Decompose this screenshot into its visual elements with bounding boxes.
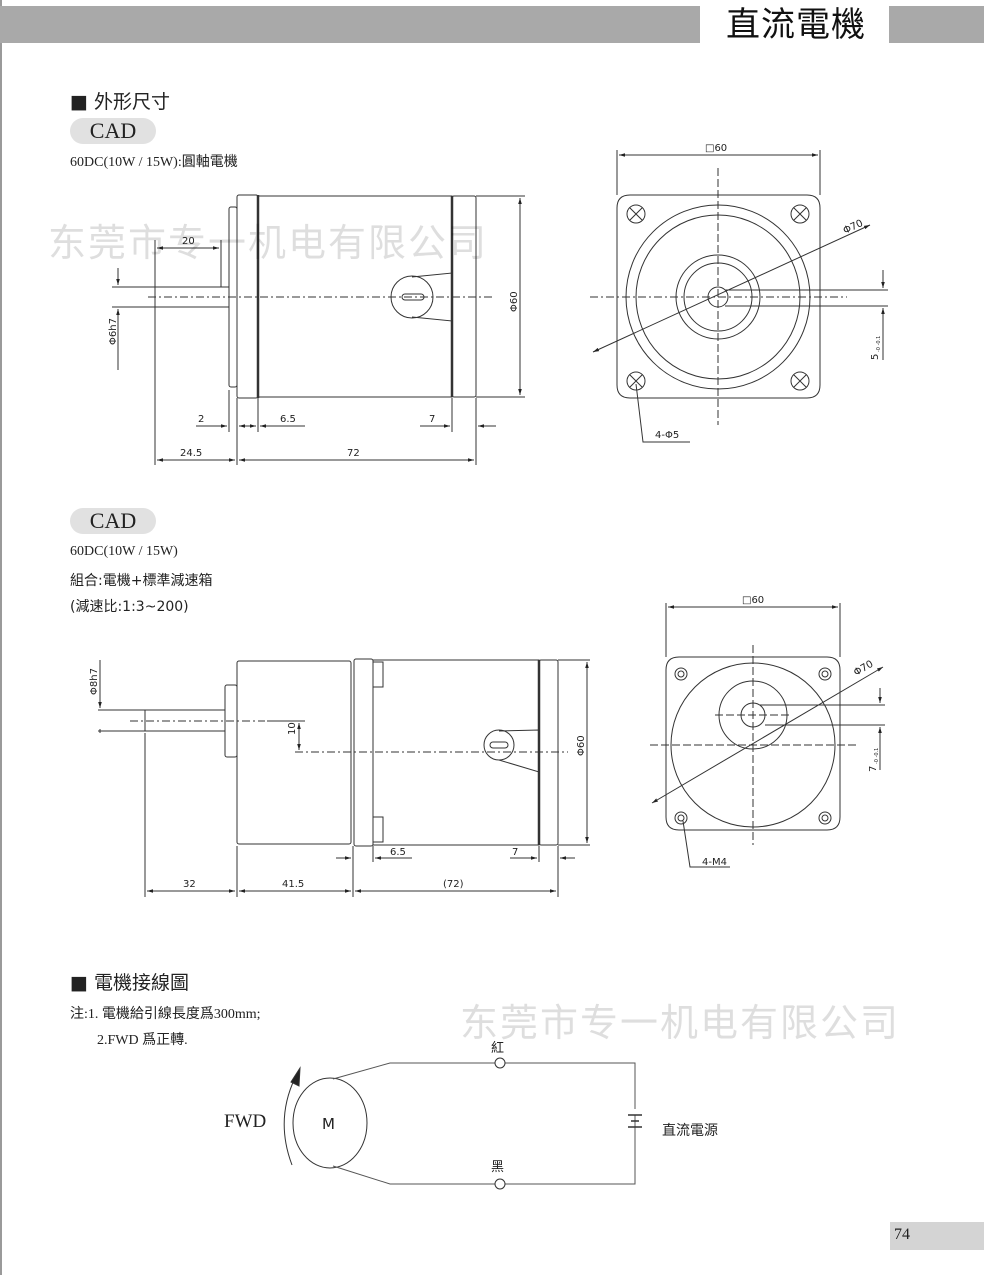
gearmotor-side-view <box>98 658 590 897</box>
dim-label: 7 <box>512 847 518 858</box>
dim-label: 10 <box>287 722 298 735</box>
page-number: 74 <box>894 1226 910 1243</box>
dim-label: 20 <box>182 236 195 247</box>
dim-label: 4-M4 <box>702 857 727 868</box>
direction-label: FWD <box>224 1111 266 1132</box>
dim-tolerance: -0 -0.1 <box>876 336 882 352</box>
dim-label: 4-Φ5 <box>655 430 679 441</box>
drawing1-caption: 60DC(10W / 15W):圓軸電機 <box>70 155 238 170</box>
page-title: 直流電機 <box>726 5 866 45</box>
watermark: 东莞市专一机电有限公司 <box>460 1001 901 1045</box>
note-2: 2.FWD 爲正轉. <box>97 1033 188 1048</box>
dim-label: 41.5 <box>282 879 304 890</box>
dim-label: 32 <box>183 879 196 890</box>
dim-label: □60 <box>742 595 764 606</box>
motor-symbol <box>292 1077 368 1169</box>
motor-label: M <box>322 1115 335 1133</box>
dim-label: □60 <box>705 143 727 154</box>
mount-hole <box>626 204 810 391</box>
dim-label: Φ70 <box>842 218 865 237</box>
battery-icon <box>627 1109 643 1128</box>
left-rule <box>0 0 2 1275</box>
dim-label: 6.5 <box>390 847 406 858</box>
dim-label: Φ60 <box>509 291 520 312</box>
dim-label: 5 <box>870 354 881 360</box>
dc-source-label: 直流電源 <box>662 1122 718 1139</box>
cad-badge: CAD <box>70 508 156 534</box>
header-bar-left <box>0 6 700 43</box>
header-bar-right <box>889 6 984 43</box>
watermark: 东莞市专一机电有限公司 <box>48 221 489 265</box>
red-wire-label: 紅 <box>491 1041 504 1056</box>
dim-label: 6.5 <box>280 414 296 425</box>
section-title-wiring: ■ 電機接線圖 <box>70 972 189 994</box>
dim-label: 7 <box>429 414 435 425</box>
cad-badge: CAD <box>70 118 156 144</box>
red-terminal <box>494 1057 506 1069</box>
drawing2-caption: 組合:電機+標準減速箱 <box>70 573 213 589</box>
dim-label: Φ6h7 <box>108 318 119 345</box>
dim-tolerance: -0 -0.1 <box>874 748 880 764</box>
section-title-dimensions: ■ 外形尺寸 <box>70 91 170 113</box>
rotation-arrow <box>283 1077 296 1166</box>
wiring-diagram <box>283 1057 643 1190</box>
black-terminal <box>494 1178 506 1190</box>
motor-front-view-1 <box>590 150 888 443</box>
dim-label: 24.5 <box>180 448 202 459</box>
black-wire-label: 黑 <box>491 1160 504 1175</box>
dim-label: 7 <box>868 766 879 772</box>
page-number-box <box>890 1222 984 1250</box>
dim-label: Φ70 <box>852 659 875 679</box>
gearmotor-front-view <box>650 603 885 868</box>
note-1: 注:1. 電機給引線長度爲300mm; <box>70 1007 261 1022</box>
motor-side-view-1 <box>112 194 525 465</box>
dim-label: 72 <box>347 448 360 459</box>
dim-label: Φ8h7 <box>89 668 100 695</box>
dim-label: (72) <box>443 879 464 890</box>
drawing2-caption: (減速比:1:3~200) <box>70 599 189 615</box>
drawing2-caption: 60DC(10W / 15W) <box>70 544 178 559</box>
dim-label: 2 <box>198 414 204 425</box>
dim-label: Φ60 <box>576 735 587 756</box>
